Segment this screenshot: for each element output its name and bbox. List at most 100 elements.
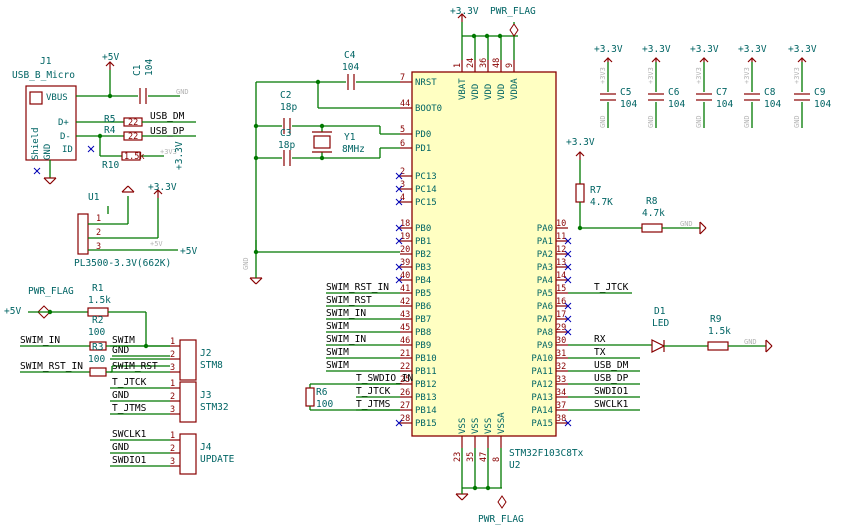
mcu-ref: U2 — [509, 460, 520, 471]
mcu-pin-name: PB0 — [415, 224, 431, 234]
mcu-pin-name: VSSA — [497, 412, 507, 434]
connector-ref: J3 — [200, 390, 211, 401]
r6-ref: R6 — [316, 387, 328, 398]
mcu-pin-name: PB9 — [415, 341, 431, 351]
mcu-pin-number: 5 — [400, 125, 405, 135]
net-label: SWIM — [326, 360, 349, 371]
c1-value: 104 — [144, 59, 155, 76]
connector-pin-number: 3 — [170, 405, 175, 415]
usb-j1: VBUS D+ D- ID Shield GND J1 USB_B_Micro … — [12, 52, 196, 185]
decoupling-vcc: +3.3V — [788, 44, 817, 55]
mcu-pin-number: 33 — [556, 375, 566, 385]
mcu-pin-number: 10 — [556, 219, 566, 229]
mcu-pin-name: BOOT0 — [415, 104, 442, 114]
mcu-pin-number: 16 — [556, 297, 566, 307]
usb-pin-name-4: ID — [62, 145, 73, 155]
net-label: TX — [594, 347, 606, 358]
connector-net: GND — [112, 390, 129, 401]
connector-pin-number: 3 — [170, 363, 175, 373]
u1-ref: U1 — [88, 192, 100, 203]
mcu-pin-number: 11 — [556, 232, 566, 242]
net-label: SWIM_RST_IN — [326, 282, 389, 293]
mcu-pin-name: VBAT — [458, 78, 468, 100]
mcu-pin-name: PA15 — [531, 419, 553, 429]
mcu-pin-name: PA3 — [537, 263, 553, 273]
mcu-pin-name: PA14 — [531, 406, 553, 416]
svg-text:+3V3: +3V3 — [793, 67, 801, 84]
connector-net: SWCLK1 — [112, 429, 147, 440]
decoupling-ref: C5 — [620, 87, 631, 98]
svg-text:+3V3: +3V3 — [599, 67, 607, 84]
r6-resistor: R6 100 — [305, 383, 400, 411]
usb-dm-net: USB_DM — [150, 111, 185, 122]
mcu-pin-number: 27 — [400, 401, 410, 411]
r3-value: 100 — [88, 354, 105, 365]
mcu-pin-name: VDD — [497, 84, 507, 100]
decoupling-vcc: +3.3V — [642, 44, 671, 55]
connector-pin-number: 1 — [170, 379, 175, 389]
net-label: SWIM — [326, 347, 349, 358]
svg-text:GND: GND — [242, 257, 250, 270]
u1-out-vcc: +3.3V — [148, 182, 177, 193]
mcu-pin-number: 3 — [400, 180, 405, 190]
r9-ref: R9 — [710, 314, 722, 325]
svg-text:GND: GND — [695, 115, 703, 128]
mcu-pin-number: 9 — [505, 63, 515, 68]
connector-net: T_JTCK — [112, 377, 147, 388]
mcu-pin-name: PB6 — [415, 302, 431, 312]
mcu-pin-name: PB15 — [415, 419, 437, 429]
regulator-u1: U1 PL3500-3.3V(662K) 1 2 3 +3.3V +5V +5V — [74, 182, 197, 269]
net-label: T_SWDIO_IN — [356, 373, 413, 384]
mcu-pin-name: PA7 — [537, 315, 553, 325]
mcu-pin-number: 6 — [400, 139, 405, 149]
mcu-pin-name: PB1 — [415, 237, 431, 247]
net-label: SWIM_RST — [326, 295, 372, 306]
connector-net: SWDIO1 — [112, 455, 147, 466]
decoupling-vcc: +3.3V — [690, 44, 719, 55]
mcu-pin-name: VDDA — [510, 78, 520, 100]
net-label: USB_DM — [594, 360, 629, 371]
u1-pin3: 3 — [96, 242, 101, 252]
mcu-pin-name: PB3 — [415, 263, 431, 273]
r7-ref: R7 — [590, 185, 601, 196]
mcu-pin-name: PC14 — [415, 185, 437, 195]
r10-ref: R10 — [102, 160, 119, 171]
mcu-pin-number: 40 — [400, 271, 410, 281]
mcu-vcc-label: +3.3V — [450, 6, 479, 17]
svg-text:+3V3: +3V3 — [647, 67, 655, 84]
svg-text:GND: GND — [599, 115, 607, 128]
mcu-pin-name: PA10 — [531, 354, 553, 364]
net-label: SWDIO1 — [594, 386, 629, 397]
mcu-pin-name: VSS — [484, 418, 494, 434]
mcu-pin-number: 17 — [556, 310, 566, 320]
mcu-pin-name: VDD — [484, 84, 494, 100]
d1-ref: D1 — [654, 306, 666, 317]
mcu-pin-name: PA0 — [537, 224, 553, 234]
mcu-body — [411, 71, 557, 437]
mcu-pin-name: PA4 — [537, 276, 553, 286]
mcu-pin-number: 46 — [400, 336, 410, 346]
mcu-pin-number: 24 — [466, 58, 476, 68]
c2-value: 18p — [280, 102, 297, 113]
mcu-pin-number: 48 — [492, 58, 502, 68]
debug-connectors: J2STM8123J3STM321T_JTCK2GND3T_JTMSJ4UPDA… — [110, 337, 235, 475]
mcu-pin-name: PD1 — [415, 144, 431, 154]
mcu-pin-number: 38 — [556, 414, 566, 424]
left-pwr-flag-label: PWR_FLAG — [28, 286, 74, 297]
decoupling-ref: C6 — [668, 87, 680, 98]
decoupling-value: 104 — [814, 99, 831, 110]
usb-vcc: +5V — [102, 52, 119, 63]
decoupling-ref: C9 — [814, 87, 826, 98]
net-label: SWIM_IN — [326, 308, 366, 319]
mcu-pin-name: VDD — [471, 84, 481, 100]
mcu-pin-number: 7 — [400, 73, 405, 83]
connector-pin-number: 2 — [170, 392, 175, 402]
c1-ref: C1 — [132, 64, 143, 76]
svg-text:+3V3: +3V3 — [743, 67, 751, 84]
mcu-pin-number: 15 — [556, 284, 566, 294]
net-label: SWIM_IN — [326, 334, 366, 345]
net-label: SWIM — [326, 321, 349, 332]
j1-ref: J1 — [40, 56, 52, 67]
mcu-pin-number: 25 — [400, 375, 410, 385]
